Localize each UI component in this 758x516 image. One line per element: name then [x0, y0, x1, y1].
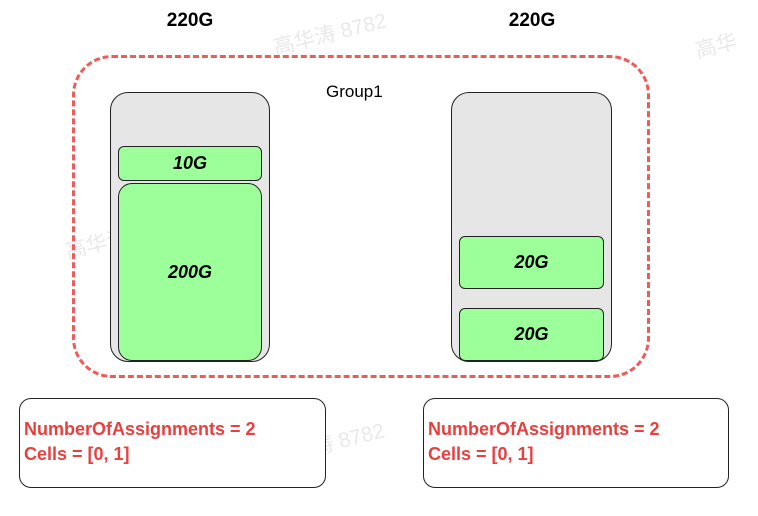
watermark-text: 高华: [693, 30, 740, 63]
group-label: Group1: [326, 82, 383, 101]
node-2-allocation-1: 20G: [459, 236, 604, 289]
node-1-info-box: NumberOfAssignments = 2 Cells = [0, 1]: [19, 398, 326, 488]
node-2-allocation-2: 20G: [459, 308, 604, 361]
node-1-capacity: 220G: [166, 10, 214, 31]
group-boundary: [72, 55, 650, 378]
node-1-allocation-1: 10G: [118, 146, 262, 181]
node-2-capacity: 220G: [508, 10, 556, 31]
node-1-assignments-text: NumberOfAssignments = 2: [24, 419, 256, 439]
watermark-text: 高华涛 8782: [271, 9, 389, 60]
node-2-assignments-text: NumberOfAssignments = 2: [428, 419, 660, 439]
node-2-info-box: NumberOfAssignments = 2 Cells = [0, 1]: [423, 398, 729, 488]
node-1-allocation-2: 200G: [118, 183, 262, 361]
node-2-cells-text: Cells = [0, 1]: [428, 444, 534, 464]
node-1-cells-text: Cells = [0, 1]: [24, 444, 130, 464]
